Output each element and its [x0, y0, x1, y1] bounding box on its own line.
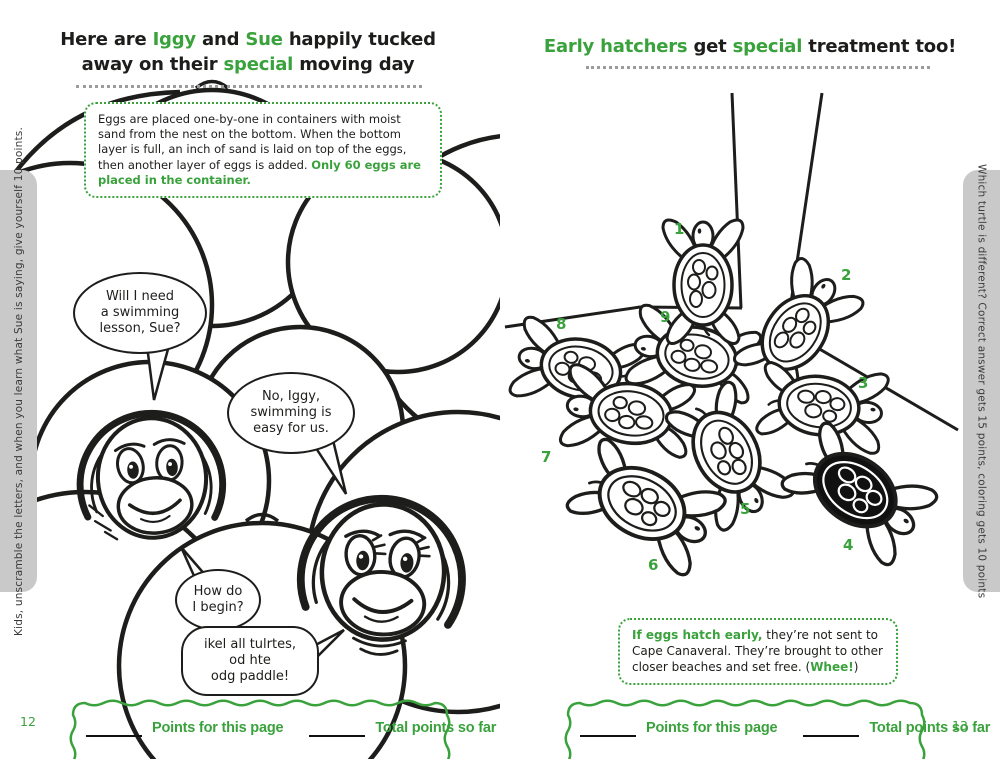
- points-blank[interactable]: [580, 719, 636, 737]
- turtle-4-different: [780, 421, 939, 567]
- page-number: 12: [20, 714, 36, 729]
- turtle-8: [508, 315, 647, 417]
- total-blank[interactable]: [803, 719, 860, 737]
- turtle-5: [664, 380, 795, 532]
- dotted-separator: [586, 66, 930, 69]
- turtle-6: [565, 437, 727, 577]
- points-blank[interactable]: [86, 719, 142, 737]
- margin-note-text: Which turtle is different? Correct answe…: [975, 163, 988, 599]
- speech-bubble-sue-answer: No, Iggy, swimming is easy for us.: [227, 372, 355, 454]
- hatchlings-illustration: [504, 92, 959, 759]
- score-bar: Points for this page Total points so far: [580, 719, 990, 737]
- turtle-3: [755, 361, 890, 455]
- wavy-score-border: [564, 699, 926, 759]
- speech-bubble-sue-scrambled: ikel all tulrtes, od hte odg paddle!: [181, 626, 319, 696]
- points-label: Points for this page: [646, 720, 778, 736]
- margin-note-right: Which turtle is different? Correct answe…: [963, 164, 1000, 598]
- margin-note-text: Kids, unscramble the letters, and when y…: [12, 126, 25, 636]
- margin-note-left: Kids, unscramble the letters, and when y…: [0, 127, 37, 635]
- total-blank[interactable]: [309, 719, 366, 737]
- page-title-right: Early hatchers get special treatment too…: [543, 36, 957, 57]
- wavy-score-border: [69, 699, 451, 759]
- points-label: Points for this page: [152, 720, 284, 736]
- egg-info-box: Eggs are placed one-by-one in containers…: [84, 102, 442, 198]
- page-number: 13: [952, 718, 968, 733]
- turtle-1: [661, 218, 745, 345]
- total-label: Total points so far: [375, 720, 497, 736]
- turtle-7: [558, 363, 697, 459]
- speech-bubble-iggy-how: How do I begin?: [175, 569, 261, 631]
- sue-face: [296, 494, 466, 656]
- hatch-info-box: If eggs hatch early, they’re not sent to…: [618, 618, 898, 686]
- dotted-separator: [76, 85, 422, 88]
- total-label: Total points so far: [869, 720, 991, 736]
- speech-bubble-iggy-question: Will I need a swimming lesson, Sue?: [73, 272, 207, 354]
- score-bar: Points for this page Total points so far: [86, 719, 496, 737]
- iggy-face: [76, 409, 227, 541]
